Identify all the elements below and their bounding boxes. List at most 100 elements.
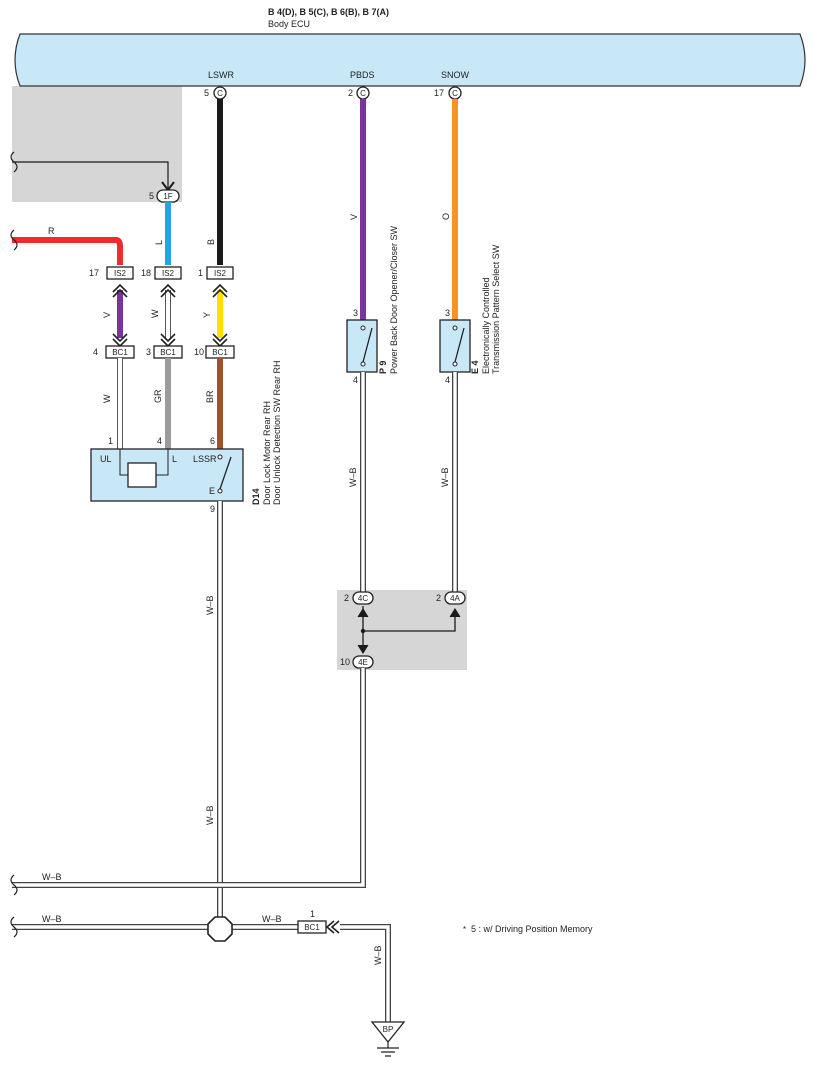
conn-bc1-10-num: 10 [194,347,204,357]
wire-wb-junction-label: W–B [262,914,282,924]
d14-pin-4: 4 [157,436,162,446]
junction-point [207,916,233,942]
wire-break-1f [10,151,18,173]
splice-dot [360,628,366,634]
splice-arrow-4a [449,608,461,618]
splice-arrow-4e [357,644,369,654]
d14-switch-top [217,454,223,460]
conn-is2-17 [106,266,134,280]
chevron-top-w [160,283,176,298]
wire-wb-ground-inner [340,925,390,1022]
conn-is2-17-num: 17 [89,268,99,278]
wire-break-r [10,229,18,251]
wire-w-d14-label: W [102,394,112,403]
d14-term-lssr: LSSR [193,454,217,464]
d14-switch-blade [219,456,232,490]
wire-r-label: R [48,226,55,236]
wire-o-label: O [441,213,451,220]
conn-4a-num: 2 [436,593,441,603]
body-ecu-bar [14,33,806,87]
e4-line2: Transmission Pattern Select SW [491,244,501,374]
conn-bc1-3-num: 3 [146,347,151,357]
d14-motor [127,462,157,488]
p9-switch-bottom [360,361,366,367]
conn-is2-17-label: IS2 [114,269,127,278]
d14-term-ul: UL [100,454,112,464]
wire-y-label: Y [202,312,212,318]
wire-w-is2-label: W [150,309,160,318]
conn-1f-num: 5 [149,191,154,201]
wire-wb-e4-label: W–B [440,467,450,487]
ecu-pin-pbds-conn-label: C [360,89,366,98]
p9-pin-4: 4 [353,375,358,385]
ecu-pin-snow-num: 17 [434,88,444,98]
e4-pin-3: 3 [445,308,450,318]
conn-is2-1-label: IS2 [214,269,227,278]
ground-bp-label: BP [383,1025,394,1034]
conn-4c-num: 2 [344,593,349,603]
conn-is2-18 [154,266,182,280]
conn-4e-label: 4E [358,658,368,667]
conn-4e-num: 10 [340,657,350,667]
ecu-pin-pbds-name: PBDS [350,70,375,80]
wire-break-wb-lower [10,916,18,938]
conn-4c [352,591,374,605]
splice-arrow-4c [357,608,369,618]
conn-is2-18-label: IS2 [162,269,175,278]
footnote-text: 5 : w/ Driving Position Memory [471,924,593,934]
ecu-pin-lswr-num: 5 [204,88,209,98]
e4-line1: Electronically Controlled [481,277,491,374]
e4-switch-bottom [452,361,458,367]
wire-br-label: BR [205,390,215,403]
wire-wb-d14-label1: W–B [205,595,215,615]
d14-motor-lines [119,449,169,476]
d14-term-e: E [209,486,215,496]
ecu-pin-lswr-conn-label: C [217,89,223,98]
e4-pin-4: 4 [445,375,450,385]
conn-bc1-4-num: 4 [93,347,98,357]
ecu-pin-pbds-num: 2 [348,88,353,98]
ecu-code: B 4(D), B 5(C), B 6(B), B 7(A) [268,7,389,17]
d14-pin-9: 9 [210,504,215,514]
ecu-pin-snow-conn-label: C [452,89,458,98]
conn-is2-1-num: 1 [198,268,203,278]
d14-code: D14 [251,488,261,505]
wire-wb-ground-label: W–B [373,945,383,965]
d14-line1: Door Lock Motor Rear RH [262,401,272,505]
conn-bc1-3-label: BC1 [160,348,176,357]
conn-is2-1 [206,266,234,280]
ground-bp-triangle [370,1021,406,1044]
wire-r [12,237,123,265]
ecu-pin-snow-name: SNOW [441,70,470,80]
e4-switch-top [452,325,458,331]
ecu-pin-lswr-name: LSWR [208,70,235,80]
conn-4c-label: 4C [358,594,368,603]
p9-switch-top [360,325,366,331]
p9-code: P 9 [378,361,388,374]
d14-line2: Door Unlock Detection SW Rear RH [272,360,282,505]
e4-code: E 4 [470,360,480,374]
chevron-top-y [212,283,228,298]
conn-1f-label: 1F [163,192,172,201]
d14-switch-bottom [217,488,223,494]
d14-term-l: L [172,454,177,464]
conn-bc1-10-label: BC1 [212,348,228,357]
wire-l-label: L [154,240,164,245]
conn-bc1-1-num: 1 [310,909,315,919]
p9-switch-blade [362,327,373,363]
wire-wb-p9-label: W–B [348,467,358,487]
wire-wb-lower-label: W–B [42,914,62,924]
wire-wb-4e-outer [12,668,366,888]
wire-wb-ground-outer [340,924,391,1022]
d14-pin-1: 1 [108,436,113,446]
conn-is2-18-num: 18 [141,268,151,278]
wire-1f-feed [12,161,169,188]
wire-wb-4e-inner [12,668,365,887]
conn-4a-label: 4A [450,594,460,603]
e4-switch-blade [454,327,465,363]
wire-wb-upper-label: W–B [42,872,62,882]
wire-wb-d14-label2: W–B [205,805,215,825]
wire-gr-label: GR [153,389,163,403]
conn-bc1-1-label: BC1 [304,923,320,932]
ecu-name: Body ECU [268,19,310,29]
